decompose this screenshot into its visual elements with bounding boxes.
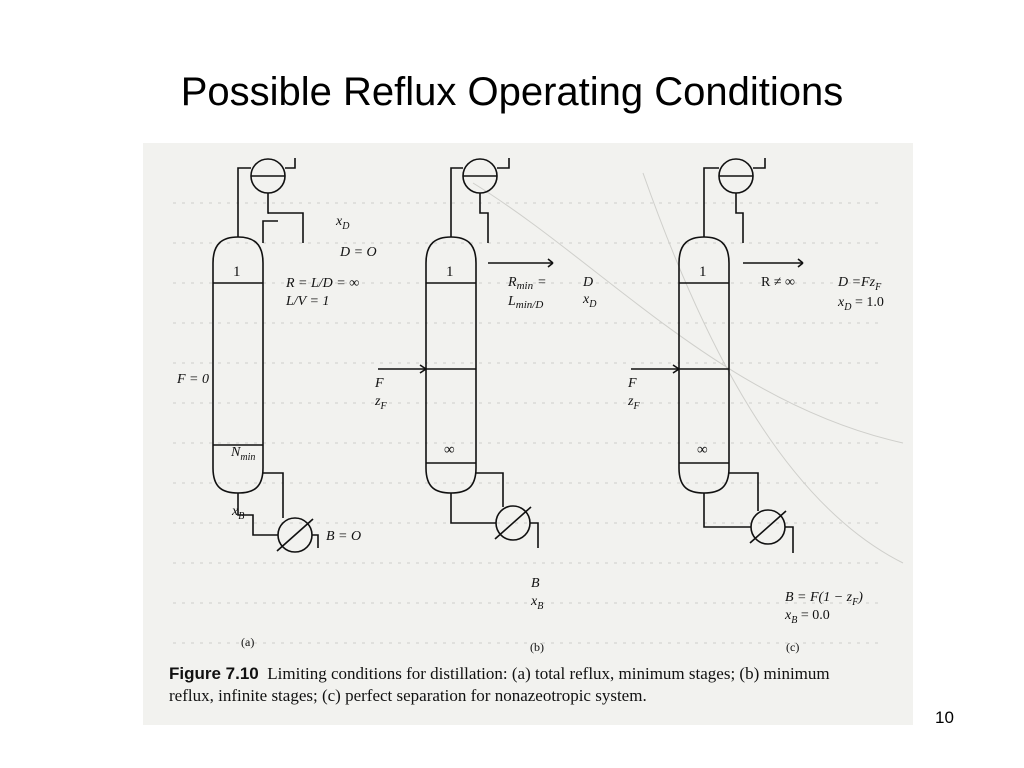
distillation-diagram: 1 xD D = O R = L/D = ∞ L/V = 1 F = 0 Nmi… bbox=[173, 158, 904, 654]
column-b-labels: 1 Rmin= Lmin/D D xD F zF ∞ B xB (b) bbox=[374, 264, 597, 654]
column-c-bottoms-flow: B = F(1 − zF) bbox=[785, 590, 863, 608]
column-b-bottoms-x: xB bbox=[530, 594, 543, 612]
column-a-bottoms-x: xB bbox=[231, 504, 244, 522]
column-b-feed: F bbox=[374, 376, 384, 391]
column-a-reflux-line2: L/V = 1 bbox=[285, 294, 329, 309]
column-b-reflux-num: Rmin= bbox=[507, 275, 547, 292]
slide-title: Possible Reflux Operating Conditions bbox=[180, 70, 844, 114]
column-a-feed: F = 0 bbox=[176, 372, 209, 387]
column-c-labels: 1 R ≠ ∞ D =FzF xD = 1.0 F zF ∞ B = F(1 −… bbox=[627, 264, 884, 654]
column-c-panel-label: (c) bbox=[786, 640, 799, 654]
column-b-bottom-stage: ∞ bbox=[444, 442, 455, 458]
column-a-bottoms-flow: B = O bbox=[326, 529, 361, 544]
column-c-shell bbox=[678, 236, 730, 494]
column-c-feed-z: zF bbox=[627, 394, 640, 412]
figure-caption-text1: Limiting conditions for distillation: (a… bbox=[267, 664, 830, 683]
column-b-feed-z: zF bbox=[374, 394, 387, 412]
column-b-shell bbox=[425, 236, 477, 494]
column-a-distillate-flow: D = O bbox=[339, 245, 377, 260]
column-c bbox=[631, 158, 804, 553]
column-a-reflux-line1: R = L/D = ∞ bbox=[285, 276, 359, 291]
column-c-bottom-stage: ∞ bbox=[697, 442, 708, 458]
column-a-top-stage: 1 bbox=[233, 264, 241, 280]
column-a-labels: 1 xD D = O R = L/D = ∞ L/V = 1 F = 0 Nmi… bbox=[176, 214, 377, 649]
column-a-distillate-x: xD bbox=[335, 214, 350, 232]
column-b-top-stage: 1 bbox=[446, 264, 454, 280]
figure-caption-label: Figure 7.10 bbox=[169, 664, 259, 683]
column-c-reflux: R ≠ ∞ bbox=[761, 275, 795, 290]
column-c-feed: F bbox=[627, 376, 637, 391]
bleed-through-texture bbox=[173, 172, 904, 644]
figure-caption-line2: reflux, infinite stages; (c) perfect sep… bbox=[169, 686, 647, 705]
column-b-bottoms-flow: B bbox=[531, 576, 540, 591]
column-c-bottoms-x: xB = 0.0 bbox=[784, 608, 830, 626]
column-c-distillate-flow: D =FzF bbox=[837, 275, 882, 293]
column-b-panel-label: (b) bbox=[530, 640, 544, 654]
column-b-reflux-den: Lmin/D bbox=[507, 294, 543, 311]
figure-scan: 1 xD D = O R = L/D = ∞ L/V = 1 F = 0 Nmi… bbox=[143, 143, 913, 725]
page-number: 10 bbox=[935, 708, 954, 727]
column-a-panel-label: (a) bbox=[241, 635, 254, 649]
column-a-shell bbox=[212, 236, 264, 494]
column-b-distillate-x: xD bbox=[582, 292, 597, 310]
column-a-bottom-stage: Nmin bbox=[230, 445, 255, 463]
column-b-distillate-flow: D bbox=[582, 275, 593, 290]
column-c-top-stage: 1 bbox=[699, 264, 707, 280]
column-c-distillate-x: xD = 1.0 bbox=[837, 295, 884, 313]
column-a bbox=[212, 158, 319, 553]
column-b bbox=[378, 158, 554, 548]
figure-caption-line1: Figure 7.10 Limiting conditions for dist… bbox=[169, 664, 830, 684]
